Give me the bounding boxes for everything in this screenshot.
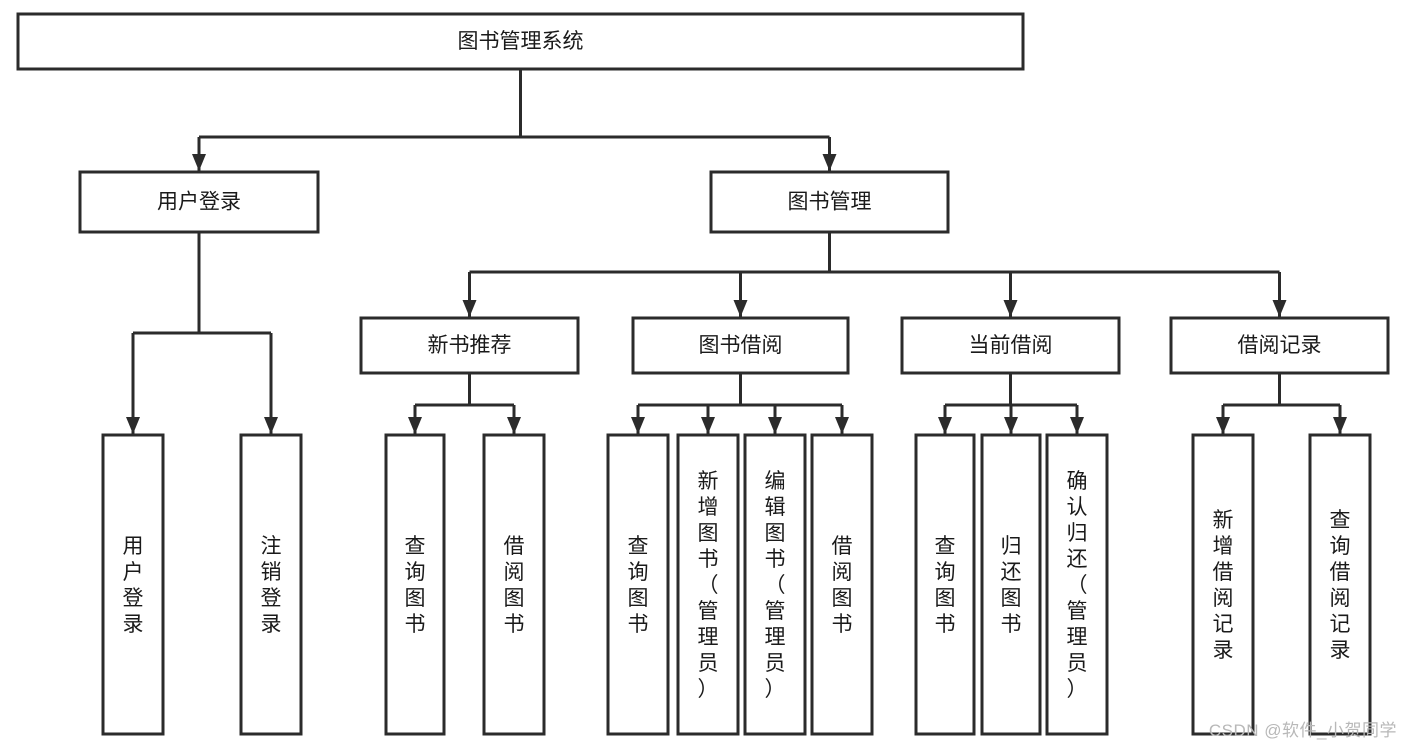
node-leaf-return-book[interactable]: 归还图书 bbox=[980, 433, 1042, 736]
node-box[interactable] bbox=[810, 433, 874, 736]
arrow-head-icon bbox=[507, 417, 521, 434]
node-label: 查询图书 bbox=[935, 535, 956, 636]
node-leaf-add-borrow-record[interactable]: 新增借阅记录 bbox=[1191, 433, 1255, 736]
arrow-head-icon bbox=[733, 300, 748, 317]
node-new-book-recommend[interactable]: 新书推荐 bbox=[359, 316, 580, 375]
node-box[interactable] bbox=[914, 433, 976, 736]
node-label: 查询图书 bbox=[628, 535, 649, 636]
node-label: 图书管理 bbox=[788, 191, 872, 214]
node-box[interactable] bbox=[606, 433, 670, 736]
arrow-head-icon bbox=[1070, 417, 1084, 434]
node-label: 当前借阅 bbox=[969, 334, 1053, 357]
arrow-head-icon bbox=[1003, 300, 1018, 317]
node-box[interactable] bbox=[900, 316, 1121, 375]
node-label: 新增借阅记录 bbox=[1213, 509, 1234, 662]
arrow-head-icon bbox=[701, 417, 715, 434]
node-box[interactable] bbox=[482, 433, 546, 736]
node-box[interactable] bbox=[1191, 433, 1255, 736]
arrow-head-icon bbox=[822, 154, 837, 171]
node-leaf-query-borrow-record[interactable]: 查询借阅记录 bbox=[1308, 433, 1372, 736]
node-root-root[interactable]: 图书管理系统 bbox=[16, 12, 1025, 71]
node-box[interactable] bbox=[709, 170, 950, 234]
node-label: 确认归还（管理员） bbox=[1067, 470, 1088, 701]
node-leaf-confirm-return-admin[interactable]: 确认归还（管理员） bbox=[1045, 433, 1109, 736]
node-box[interactable] bbox=[384, 433, 446, 736]
arrow-head-icon bbox=[631, 417, 645, 434]
node-book-borrow[interactable]: 图书借阅 bbox=[631, 316, 850, 375]
node-leaf-logout[interactable]: 注销登录 bbox=[239, 433, 303, 736]
node-label: 用户登录 bbox=[123, 535, 144, 636]
node-current-borrow[interactable]: 当前借阅 bbox=[900, 316, 1121, 375]
node-book-management[interactable]: 图书管理 bbox=[709, 170, 950, 234]
node-label: 借阅记录 bbox=[1238, 334, 1322, 357]
node-label: 归还图书 bbox=[1001, 535, 1022, 636]
node-box[interactable] bbox=[1169, 316, 1390, 375]
arrow-head-icon bbox=[408, 417, 422, 434]
node-box[interactable] bbox=[1308, 433, 1372, 736]
node-label: 新书推荐 bbox=[428, 334, 512, 357]
node-leaf-borrow-book-rec[interactable]: 借阅图书 bbox=[482, 433, 546, 736]
arrow-head-icon bbox=[462, 300, 477, 317]
node-box[interactable] bbox=[101, 433, 165, 736]
arrow-head-icon bbox=[835, 417, 849, 434]
node-leaf-borrow-book[interactable]: 借阅图书 bbox=[810, 433, 874, 736]
arrow-head-icon bbox=[1333, 417, 1347, 434]
arrow-head-icon bbox=[768, 417, 782, 434]
arrow-head-icon bbox=[192, 154, 206, 171]
node-box[interactable] bbox=[980, 433, 1042, 736]
node-label: 借阅图书 bbox=[832, 535, 853, 636]
node-leaf-add-book-admin[interactable]: 新增图书（管理员） bbox=[676, 433, 740, 736]
node-box[interactable] bbox=[1045, 433, 1109, 736]
node-label: 新增图书（管理员） bbox=[698, 470, 719, 701]
connector-layer bbox=[126, 69, 1347, 434]
node-borrow-records[interactable]: 借阅记录 bbox=[1169, 316, 1390, 375]
node-box[interactable] bbox=[359, 316, 580, 375]
node-label: 用户登录 bbox=[157, 191, 241, 214]
arrow-head-icon bbox=[126, 417, 140, 434]
node-leaf-user-login[interactable]: 用户登录 bbox=[101, 433, 165, 736]
node-box[interactable] bbox=[743, 433, 807, 736]
node-user-login[interactable]: 用户登录 bbox=[78, 170, 320, 234]
arrow-head-icon bbox=[1216, 417, 1230, 434]
node-label: 注销登录 bbox=[261, 535, 282, 636]
node-label: 编辑图书（管理员） bbox=[765, 470, 786, 701]
arrow-head-icon bbox=[264, 417, 278, 434]
node-box[interactable] bbox=[676, 433, 740, 736]
node-box[interactable] bbox=[78, 170, 320, 234]
node-layer: 图书管理系统用户登录图书管理新书推荐图书借阅当前借阅借阅记录用户登录注销登录查询… bbox=[16, 12, 1390, 736]
node-leaf-query-book-current[interactable]: 查询图书 bbox=[914, 433, 976, 736]
node-label: 借阅图书 bbox=[504, 535, 525, 636]
arrow-head-icon bbox=[1272, 300, 1287, 317]
node-leaf-query-book-borrow[interactable]: 查询图书 bbox=[606, 433, 670, 736]
node-leaf-edit-book-admin[interactable]: 编辑图书（管理员） bbox=[743, 433, 807, 736]
node-label: 查询借阅记录 bbox=[1330, 509, 1351, 662]
node-box[interactable] bbox=[239, 433, 303, 736]
arrow-head-icon bbox=[1004, 417, 1018, 434]
node-label: 查询图书 bbox=[405, 535, 426, 636]
node-label: 图书管理系统 bbox=[458, 30, 584, 53]
node-leaf-query-book-rec[interactable]: 查询图书 bbox=[384, 433, 446, 736]
node-box[interactable] bbox=[631, 316, 850, 375]
node-box[interactable] bbox=[16, 12, 1025, 71]
arrow-head-icon bbox=[938, 417, 952, 434]
node-label: 图书借阅 bbox=[699, 334, 783, 357]
